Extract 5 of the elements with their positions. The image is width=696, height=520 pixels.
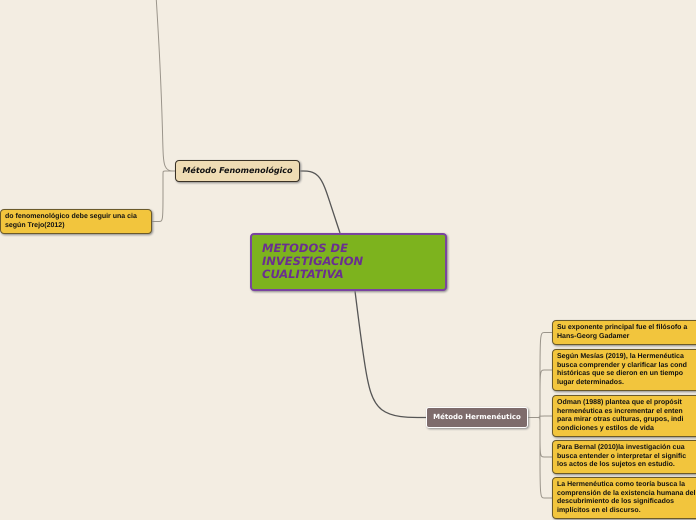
central-topic-box: METODOS DE INVESTIGACION CUALITATIVA <box>250 233 447 291</box>
topic-box: Método Fenomenológico <box>175 160 300 182</box>
connector-line <box>300 170 341 234</box>
connector-line <box>354 290 426 418</box>
connector-line <box>152 170 176 222</box>
